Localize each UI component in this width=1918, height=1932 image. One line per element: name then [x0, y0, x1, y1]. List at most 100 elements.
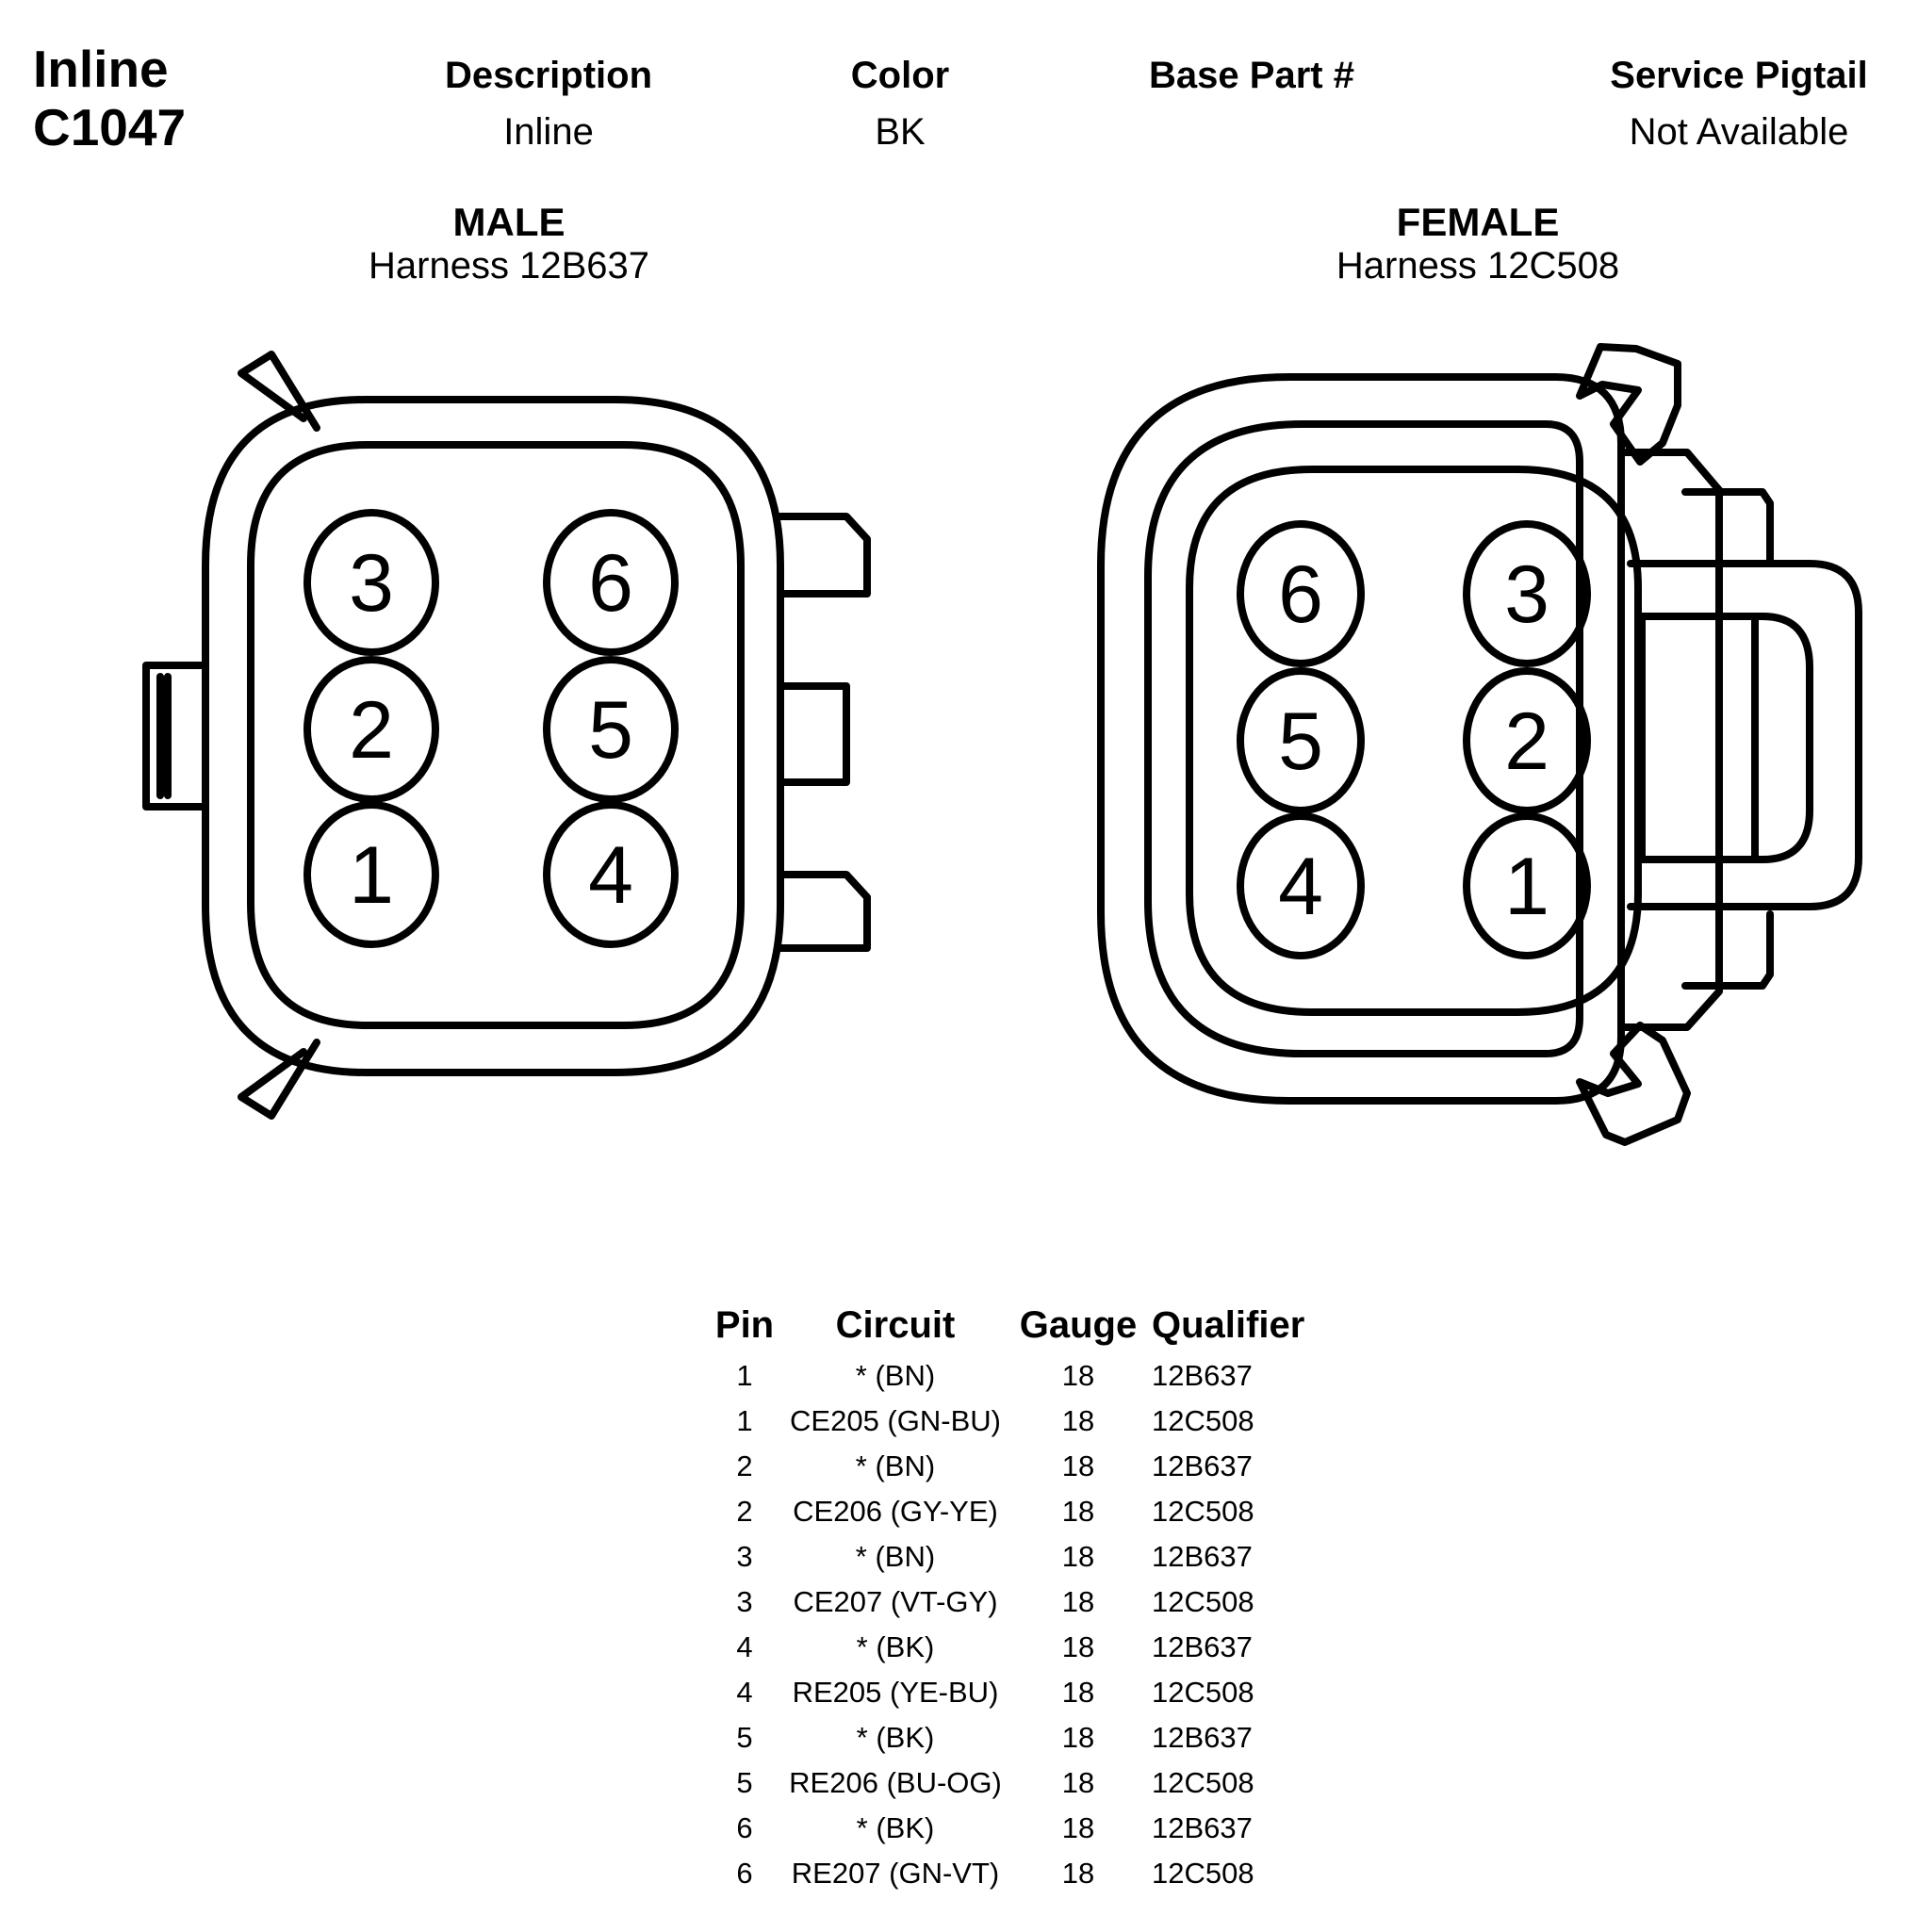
cell-qualifier: 12C508 — [1152, 1585, 1254, 1618]
cell-qualifier: 12B637 — [1152, 1721, 1253, 1754]
cell-qualifier: 12B637 — [1152, 1359, 1253, 1392]
male-pin-4-cavity — [543, 801, 679, 948]
male-right-rib-middle — [777, 682, 850, 786]
cell-gauge: 18 — [1061, 1404, 1095, 1437]
male-pin-label: 2 — [349, 685, 394, 776]
description-value: Inline — [503, 111, 594, 153]
cell-circuit: RE206 (BU-OG) — [789, 1766, 1002, 1799]
cell-pin: 2 — [736, 1449, 753, 1482]
female-pin-5-cavity — [1237, 667, 1365, 814]
cell-circuit: * (BK) — [856, 1721, 935, 1754]
col-header-pin: Pin — [714, 1304, 775, 1346]
male-pin-label: 4 — [588, 830, 633, 921]
cell-qualifier: 12C508 — [1152, 1676, 1254, 1709]
connector-id: C1047 — [33, 98, 187, 156]
female-inner-housing — [1186, 466, 1642, 1016]
female-latch-top — [1576, 343, 1681, 466]
cell-pin: 3 — [736, 1540, 753, 1573]
male-latch-top — [238, 351, 320, 432]
cell-gauge: 18 — [1061, 1449, 1095, 1482]
col-header-qualifier: Qualifier — [1152, 1304, 1305, 1346]
male-title: MALE — [452, 200, 566, 244]
cell-qualifier: 12C508 — [1152, 1766, 1254, 1799]
male-pin-3-cavity — [303, 509, 439, 656]
female-lock-lever — [1627, 560, 1862, 910]
cell-gauge: 18 — [1061, 1676, 1095, 1709]
cell-circuit: * (BN) — [855, 1359, 936, 1392]
cell-circuit: * (BN) — [855, 1449, 936, 1482]
male-harness: Harness 12B637 — [369, 245, 649, 287]
female-pin-6-cavity — [1237, 520, 1365, 667]
female-pin-3-cavity — [1463, 520, 1591, 667]
male-pin-1-cavity — [303, 801, 439, 948]
female-connector-face — [1097, 343, 1862, 1146]
female-pin-2-cavity — [1463, 667, 1591, 814]
female-harness: Harness 12C508 — [1336, 245, 1620, 287]
male-connector-face — [142, 351, 871, 1120]
female-pin-label: 4 — [1278, 842, 1323, 932]
female-outer-shell — [1097, 373, 1625, 1105]
cell-circuit: * (BK) — [856, 1630, 935, 1663]
female-lock-housing — [1617, 449, 1723, 1031]
male-inner-housing — [247, 441, 745, 1029]
female-middle-shell — [1144, 420, 1583, 1057]
cell-qualifier: 12C508 — [1152, 1404, 1254, 1437]
cell-circuit: RE207 (GN-VT) — [791, 1857, 1000, 1890]
male-right-rib-top — [777, 513, 871, 598]
cell-pin: 1 — [736, 1404, 753, 1437]
male-pin-label: 5 — [588, 685, 633, 776]
cell-pin: 3 — [736, 1585, 753, 1618]
col-header-gauge: Gauge — [1019, 1304, 1138, 1346]
connector-type: Inline — [33, 40, 169, 98]
cell-gauge: 18 — [1061, 1585, 1095, 1618]
cell-pin: 6 — [736, 1811, 753, 1844]
male-pin-label: 3 — [349, 538, 394, 629]
connector-diagram: 3 6 2 5 1 4 6 3 5 2 4 — [142, 343, 1862, 1146]
cell-pin: 2 — [736, 1495, 753, 1528]
male-pin-2-cavity — [303, 656, 439, 803]
cell-gauge: 18 — [1061, 1721, 1095, 1754]
cell-gauge: 18 — [1061, 1630, 1095, 1663]
cell-pin: 5 — [736, 1721, 753, 1754]
female-pin-label: 5 — [1278, 696, 1323, 787]
cell-circuit: RE205 (YE-BU) — [792, 1676, 999, 1709]
cell-pin: 6 — [736, 1857, 753, 1890]
cell-gauge: 18 — [1061, 1540, 1095, 1573]
service-pigtail-label: Service Pigtail — [1610, 55, 1868, 96]
female-pin-4-cavity — [1237, 812, 1365, 959]
color-label: Color — [850, 55, 950, 96]
male-right-rib-bottom — [777, 871, 871, 952]
female-pin-label: 1 — [1504, 842, 1549, 932]
cell-circuit: * (BK) — [856, 1811, 935, 1844]
service-pigtail-value: Not Available — [1629, 111, 1849, 153]
female-pin-label: 3 — [1504, 549, 1549, 640]
cell-pin: 1 — [736, 1359, 753, 1392]
base-part-label: Base Part # — [1149, 55, 1354, 96]
cell-gauge: 18 — [1061, 1857, 1095, 1890]
cell-circuit: * (BN) — [855, 1540, 936, 1573]
female-pin-1-cavity — [1463, 812, 1591, 959]
male-pin-label: 6 — [588, 538, 633, 629]
cell-circuit: CE206 (GY-YE) — [793, 1495, 998, 1528]
col-header-circuit: Circuit — [835, 1304, 956, 1346]
cell-pin: 4 — [736, 1676, 753, 1709]
male-latch-bottom — [238, 1039, 320, 1120]
cell-gauge: 18 — [1061, 1495, 1095, 1528]
cell-qualifier: 12B637 — [1152, 1811, 1253, 1844]
female-lock-ribs — [1681, 488, 1774, 990]
cell-qualifier: 12B637 — [1152, 1449, 1253, 1482]
female-pin-label: 2 — [1504, 696, 1549, 787]
cell-circuit: CE205 (GN-BU) — [790, 1404, 1001, 1437]
female-latch-bottom — [1576, 1022, 1691, 1146]
color-value: BK — [875, 111, 926, 153]
male-pin-label: 1 — [349, 830, 394, 921]
cell-pin: 5 — [736, 1766, 753, 1799]
male-pin-6-cavity — [543, 509, 679, 656]
cell-gauge: 18 — [1061, 1766, 1095, 1799]
female-lock-lever-inner — [1638, 613, 1813, 863]
male-left-lock-tab-inner — [156, 673, 172, 799]
male-pin-5-cavity — [543, 656, 679, 803]
male-outer-housing — [202, 396, 784, 1076]
description-label: Description — [444, 55, 653, 96]
cell-qualifier: 12B637 — [1152, 1630, 1253, 1663]
